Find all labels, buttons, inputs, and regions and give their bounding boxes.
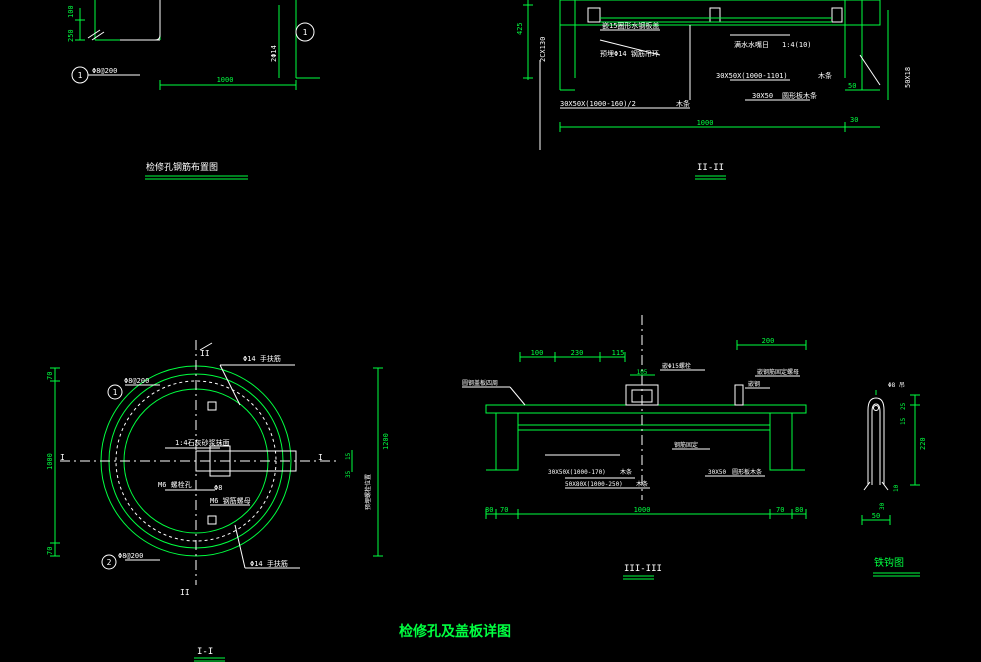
- hook-label: Φ8 吊: [888, 382, 905, 389]
- rebar-dim-250: 250: [67, 29, 75, 42]
- sec-iii-dim-105: 105: [637, 369, 648, 376]
- hook-detail-title: 铁钩图: [874, 556, 904, 569]
- sec-iii-label-6: 30X50X(1000-170): [548, 469, 606, 476]
- plan-i-title: I-I: [197, 647, 213, 657]
- sec-iii-dim-200: 200: [762, 337, 775, 345]
- sec-ii-label-4: 1:4(10): [782, 41, 812, 49]
- plan-i-text-2: M6 螺栓孔: [158, 480, 192, 489]
- sec-ii-dim-425: 425: [516, 22, 524, 35]
- sec-iii-dim-100: 100: [531, 349, 544, 357]
- plan-i-dim-height: 1200: [382, 433, 390, 450]
- sec-iii-dim-r80: 80: [795, 506, 803, 514]
- plan-i-text-1: 1:4石灰砂浆抹面: [175, 438, 230, 447]
- sec-iii-dim-total: 1000: [634, 506, 651, 514]
- sec-ii-label-5: 30X50X(1000-1101): [716, 72, 788, 80]
- rebar-plan-view: [71, 0, 320, 180]
- sec-ii-dim-total: 1000: [697, 119, 714, 127]
- sec-ii-dim-50: 50: [848, 82, 856, 90]
- sec-ii-label-11: 2CX130: [539, 37, 547, 62]
- rebar-callout-label: Φ8@200: [92, 67, 117, 75]
- section-ii-title: II-II: [697, 163, 724, 173]
- hook-dim-30: 30: [879, 502, 886, 510]
- hook-dim-220: 220: [919, 437, 927, 450]
- sec-iii-label-7: 木条: [620, 468, 632, 476]
- plan-i-mark-right: I: [318, 453, 323, 462]
- plan-i-text-4: M6 钢筋螺母: [210, 496, 251, 505]
- sec-iii-label-1: 圆钢盖板四周: [462, 379, 498, 387]
- plan-i-mark-left: I: [60, 453, 65, 462]
- plan-i-dim-top70: 70: [46, 372, 54, 380]
- rebar-dim-100: 100: [67, 5, 75, 18]
- hook-detail-view: [861, 390, 920, 577]
- plan-i-dim-15: 15: [345, 452, 352, 460]
- sec-iii-dim-l80: 80: [485, 506, 493, 514]
- sec-iii-label-10: 30X50: [708, 469, 726, 476]
- sec-iii-label-11: 圆形板木条: [732, 468, 762, 476]
- rebar-side-label: 2Φ14: [270, 45, 278, 62]
- sec-iii-label-4: 嵌钢: [748, 380, 760, 388]
- sec-iii-label-3: 嵌钢筋固定螺母: [757, 368, 799, 376]
- rebar-callout-ref: 1: [303, 28, 308, 37]
- sec-ii-label-7: 30X50X(1000-160)/2: [560, 100, 636, 108]
- plan-i-text-3: Φ8: [214, 484, 222, 492]
- sec-ii-label-10: 木条: [676, 99, 690, 108]
- section-ii-view: [523, 0, 889, 180]
- sheet-title: 检修孔及盖板详图: [399, 623, 511, 640]
- plan-i-mark-bottom: II: [180, 588, 190, 597]
- sec-ii-label-12: 50X18: [904, 67, 912, 88]
- plan-i-callout-2: Φ8@200: [118, 552, 143, 560]
- sec-iii-dim-r70: 70: [776, 506, 784, 514]
- rebar-dim-1000: 1000: [217, 76, 234, 84]
- plan-i-bar-bottom: Φ14 手扶筋: [250, 559, 288, 568]
- plan-i-dim-35: 35: [345, 470, 352, 478]
- plan-i-dim-bot70: 70: [46, 547, 54, 555]
- sec-iii-dim-230: 230: [571, 349, 584, 357]
- hook-dim-25: 25: [900, 402, 907, 410]
- plan-i-callout-1-num: 1: [113, 388, 118, 397]
- sec-ii-label-9: 圆形板木条: [782, 91, 817, 100]
- plan-i-side-note: 预埋螺栓位置: [364, 474, 372, 510]
- sec-ii-label-8: 30X50: [752, 92, 773, 100]
- sec-ii-label-6: 木条: [818, 71, 832, 80]
- plan-i-callout-1: Φ8@200: [124, 377, 149, 385]
- sec-iii-label-5: 钢筋固定: [674, 441, 698, 449]
- sec-ii-label-3: 满水水嘴日: [734, 40, 769, 49]
- hook-dim-15: 15: [900, 417, 907, 425]
- rebar-plan-title: 检修孔钢筋布置图: [146, 161, 218, 173]
- section-iii-view: [462, 315, 807, 580]
- sec-iii-label-2: 嵌Φ15螺栓: [662, 362, 691, 370]
- plan-i-callout-2-num: 2: [107, 558, 112, 567]
- sec-iii-label-9: 木条: [636, 480, 648, 488]
- sec-iii-dim-115: 115: [612, 349, 625, 357]
- section-iii-title: III-III: [624, 564, 662, 574]
- plan-i-view: [50, 340, 383, 662]
- sec-ii-label-2: 预埋Φ14 钢筋吊环: [600, 49, 659, 58]
- sec-ii-label-1: 嵌15圈形水钢板盖: [602, 21, 659, 30]
- rebar-callout-num: 1: [78, 71, 83, 80]
- sec-iii-dim-l70: 70: [500, 506, 508, 514]
- hook-dim-10: 10: [893, 484, 900, 492]
- sec-iii-label-8: 50X80X(1000-250): [565, 481, 623, 488]
- hook-dim-50: 50: [872, 512, 880, 520]
- sec-ii-dim-30: 30: [850, 116, 858, 124]
- plan-i-mark-top: II: [200, 349, 210, 358]
- plan-i-dim-inner: 1000: [46, 453, 54, 470]
- plan-i-bar-top: Φ14 手扶筋: [243, 354, 281, 363]
